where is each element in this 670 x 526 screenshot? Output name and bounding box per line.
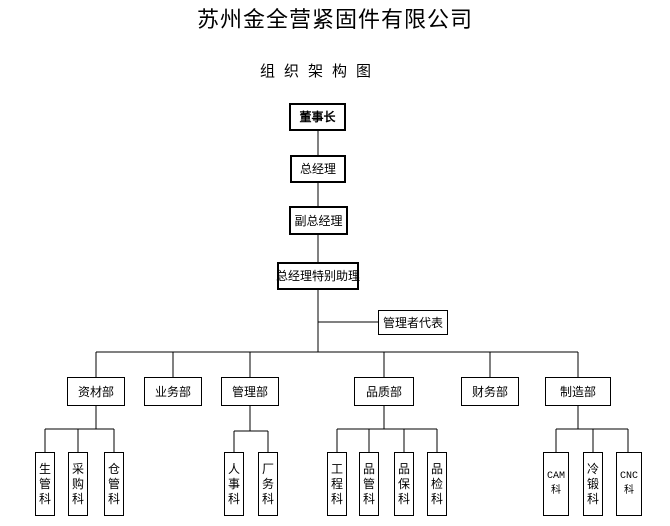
section-label-char: 仓 — [107, 461, 120, 476]
section-label-char: 科 — [71, 491, 84, 506]
chart-subtitle: 组织架构图 — [259, 62, 380, 80]
section-label-char: 锻 — [586, 476, 599, 491]
dept-quality: 品质部 — [354, 377, 414, 406]
section-label-char: 科 — [551, 486, 561, 497]
section-label-char: 科 — [430, 491, 443, 506]
section-label-char: 程 — [330, 476, 343, 491]
section-inspection: 品检科 — [427, 452, 447, 516]
section-label-char: 科 — [624, 486, 634, 497]
dept-finance: 财务部 — [461, 377, 519, 406]
section-label-char: 务 — [261, 476, 274, 491]
section-label-char: 科 — [227, 491, 240, 506]
section-label-char: 购 — [71, 476, 84, 491]
section-label-char: 管 — [107, 476, 120, 491]
section-label-char: 品 — [397, 461, 410, 476]
section-purchasing: 采购科 — [68, 452, 88, 516]
section-label-char: 品 — [430, 461, 443, 476]
section-label-char: 工 — [330, 461, 343, 476]
section-engineering: 工程科 — [327, 452, 347, 516]
section-cnc: CNC 科 — [616, 452, 642, 516]
section-cold-forging: 冷锻科 — [583, 452, 603, 516]
section-label-char: 科 — [330, 491, 343, 506]
section-cam: CAM 科 — [543, 452, 569, 516]
section-production-control: 生管科 — [35, 452, 55, 516]
section-warehouse: 仓管科 — [104, 452, 124, 516]
section-label-char: 检 — [430, 476, 443, 491]
section-label-char: 冷 — [586, 461, 599, 476]
section-label-char: 科 — [586, 491, 599, 506]
node-management-representative: 管理者代表 — [378, 310, 448, 335]
dept-sales: 业务部 — [144, 377, 202, 406]
dept-materials: 资材部 — [67, 377, 125, 406]
section-label-char: 保 — [397, 476, 410, 491]
section-label-char: 生 — [38, 461, 51, 476]
section-quality-control: 品管科 — [359, 452, 379, 516]
section-label-char: 事 — [227, 476, 240, 491]
section-label-char: 科 — [38, 491, 51, 506]
section-label-char: 科 — [261, 491, 274, 506]
section-label-char: 管 — [38, 476, 51, 491]
section-label-char: 管 — [362, 476, 375, 491]
node-deputy-general-manager: 副总经理 — [289, 206, 348, 235]
node-general-manager: 总经理 — [290, 155, 346, 183]
company-title: 苏州金全营紧固件有限公司 — [196, 8, 473, 33]
node-chairman: 董事长 — [289, 103, 346, 131]
dept-administration: 管理部 — [221, 377, 279, 406]
section-label-char: 采 — [71, 461, 84, 476]
dept-manufacturing: 制造部 — [545, 377, 611, 406]
section-label-char: 科 — [107, 491, 120, 506]
section-quality-assurance: 品保科 — [394, 452, 414, 516]
section-label-char: CNC — [619, 471, 638, 482]
section-label-char: 科 — [397, 491, 410, 506]
node-gm-special-assistant: 总经理特别助理 — [276, 262, 360, 290]
section-label-char: 厂 — [261, 461, 274, 476]
section-personnel: 人事科 — [224, 452, 244, 516]
section-label-char: CAM — [546, 471, 565, 482]
section-label-char: 人 — [227, 461, 240, 476]
section-plant-affairs: 厂务科 — [258, 452, 278, 516]
section-label-char: 品 — [362, 461, 375, 476]
section-label-char: 科 — [362, 491, 375, 506]
